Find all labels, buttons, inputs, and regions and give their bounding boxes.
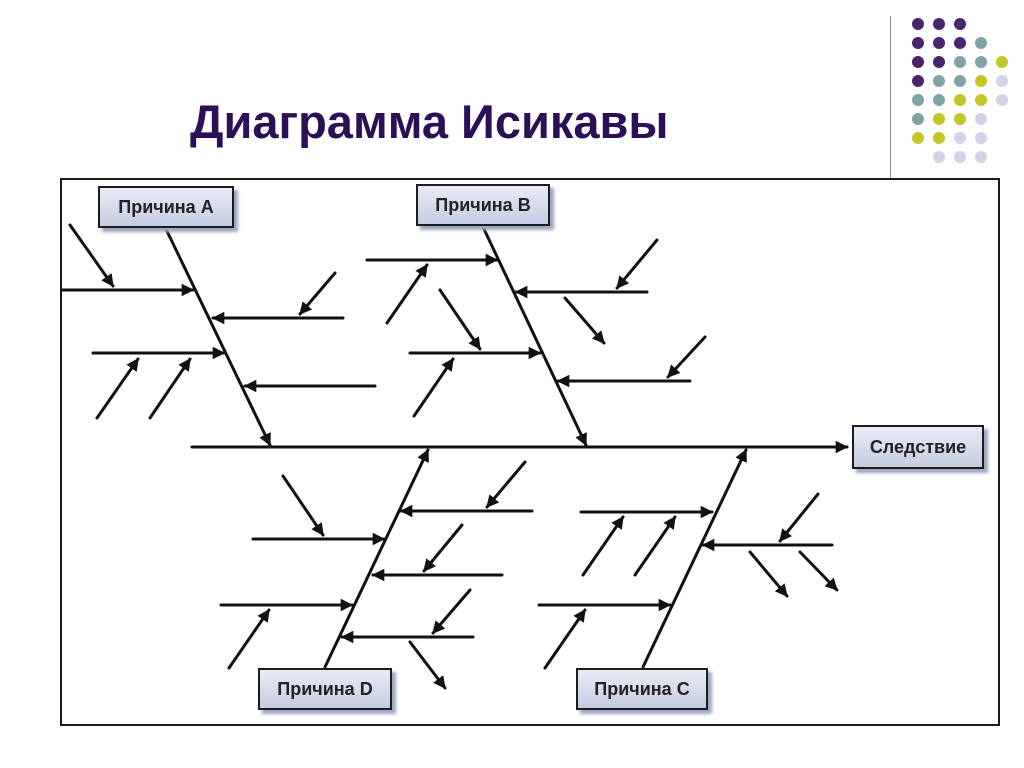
effect-label: Следствие [852,425,984,469]
dot [954,113,966,125]
dot [996,75,1008,87]
dot [975,151,987,163]
dot [912,132,924,144]
dot [954,151,966,163]
dot [912,56,924,68]
dot [933,37,945,49]
dot [975,75,987,87]
dot [933,56,945,68]
dot [975,56,987,68]
dot [933,94,945,106]
dot [975,94,987,106]
dot [954,132,966,144]
dot [954,56,966,68]
dot [933,18,945,30]
dot [975,113,987,125]
dot [933,75,945,87]
cause-b-label: Причина B [416,184,550,226]
dot [912,94,924,106]
dot [996,94,1008,106]
cause-d-label: Причина D [258,668,392,710]
cause-a-label: Причина A [98,186,234,228]
slide-title: Диаграмма Исикавы [190,95,669,148]
cause-c-label: Причина C [576,668,708,710]
dot [954,37,966,49]
dot [954,94,966,106]
dot [975,37,987,49]
dot [912,113,924,125]
dot [933,113,945,125]
dot [912,75,924,87]
dot [954,75,966,87]
decorative-dot-grid [904,10,1024,170]
dot [933,151,945,163]
title-divider [890,16,891,178]
dot [912,37,924,49]
dot [933,132,945,144]
dot [975,132,987,144]
dot [954,18,966,30]
dot [912,18,924,30]
dot [996,56,1008,68]
